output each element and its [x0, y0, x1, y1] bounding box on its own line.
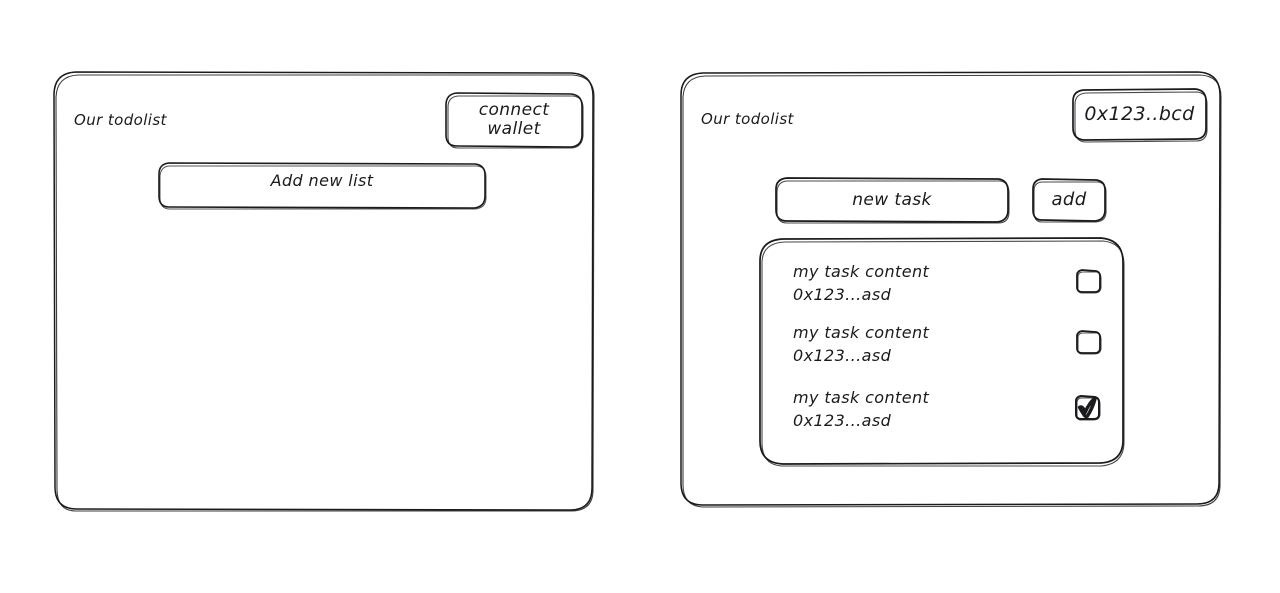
- disconnected-screen-panel: Our todolist connect wallet Add new list: [52, 70, 595, 512]
- task-content: my task content: [793, 262, 930, 281]
- page-title: Our todolist: [74, 111, 167, 129]
- connect-wallet-label-line2: wallet: [487, 119, 541, 139]
- wallet-address-button[interactable]: 0x123..bcd: [1071, 87, 1208, 143]
- task-row[interactable]: my task content 0x123...asd: [793, 390, 1093, 438]
- task-checkbox-checked[interactable]: [1075, 395, 1101, 421]
- task-content: my task content: [793, 323, 930, 342]
- connect-wallet-button[interactable]: connect wallet: [444, 91, 584, 149]
- task-list-card: my task content 0x123...asd my task cont…: [757, 236, 1126, 467]
- connect-wallet-label-line1: connect: [478, 99, 550, 120]
- task-row[interactable]: my task content 0x123...asd: [793, 264, 1093, 312]
- task-owner: 0x123...asd: [793, 411, 892, 430]
- task-row[interactable]: my task content 0x123...asd: [793, 325, 1093, 373]
- task-checkbox[interactable]: [1076, 330, 1102, 355]
- add-task-button[interactable]: add: [1031, 177, 1107, 223]
- task-content: my task content: [793, 388, 930, 407]
- task-owner: 0x123...asd: [793, 346, 892, 365]
- new-task-input[interactable]: new task: [774, 176, 1010, 225]
- wallet-address-label: 0x123..bcd: [1084, 102, 1195, 125]
- connect-wallet-label: connect wallet: [444, 91, 584, 149]
- task-checkbox[interactable]: [1076, 269, 1102, 294]
- check-icon: [1077, 397, 1097, 419]
- new-task-input-value: new task: [852, 189, 932, 210]
- connected-screen-panel: Our todolist 0x123..bcd new task add m: [678, 70, 1222, 508]
- add-new-list-button[interactable]: Add new list: [157, 161, 487, 210]
- task-owner: 0x123...asd: [793, 285, 892, 304]
- page-title: Our todolist: [701, 110, 794, 128]
- add-new-list-label: Add new list: [270, 171, 374, 190]
- add-task-label: add: [1051, 188, 1087, 210]
